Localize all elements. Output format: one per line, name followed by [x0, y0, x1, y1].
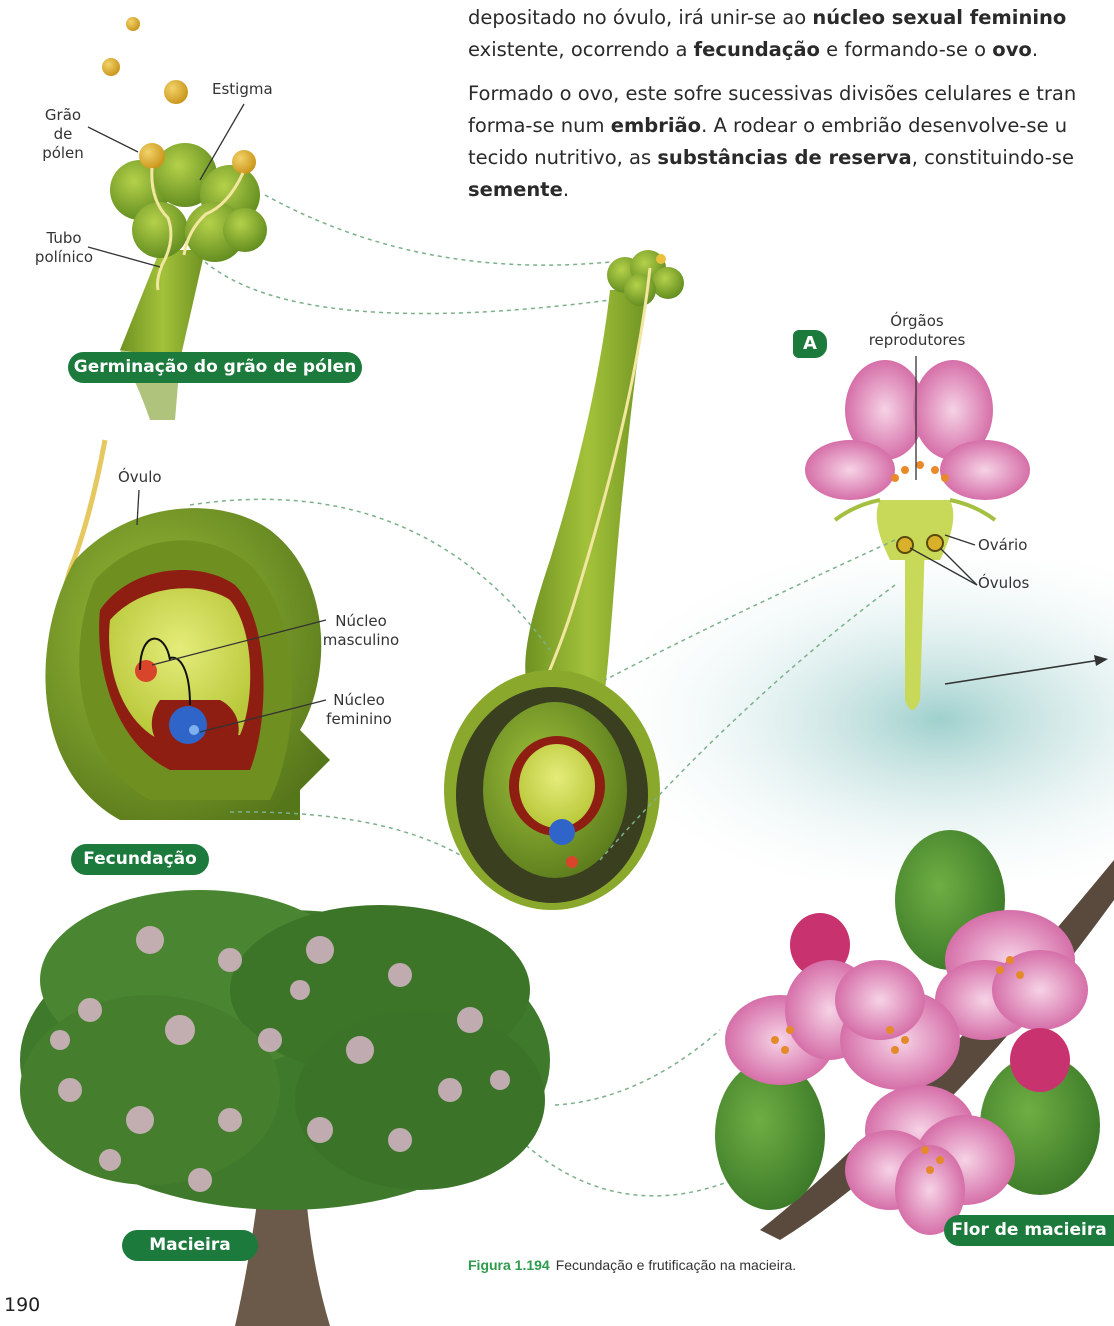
bold-term: ovo: [992, 38, 1032, 61]
label-nucleo-masculino: Núcleo masculino: [316, 612, 406, 650]
bold-term: semente: [468, 178, 563, 201]
text-run: Formado o ovo, este sofre sucessivas div…: [468, 82, 1076, 105]
label-estigma: Estigma: [212, 80, 273, 99]
section-badge-a: A: [793, 330, 827, 358]
pill-flor-de-macieira: Flor de macieira: [944, 1215, 1114, 1246]
figure-caption-text: Fecundação e frutificação na macieira.: [556, 1257, 796, 1273]
bold-term: substâncias de reserva: [657, 146, 911, 169]
pill-macieira: Macieira: [122, 1230, 258, 1261]
bold-term: núcleo sexual feminino: [812, 6, 1066, 29]
pill-fecundacao: Fecundação: [71, 844, 209, 875]
ovule-detail-illustration: [45, 440, 330, 820]
bold-term: fecundação: [694, 38, 820, 61]
figure-number: Figura 1.194: [468, 1257, 550, 1273]
text-run: depositado no óvulo, irá unir-se ao: [468, 6, 812, 29]
label-nucleo-feminino: Núcleo feminino: [318, 691, 400, 729]
text-run: forma-se num: [468, 114, 611, 137]
label-ovulo: Óvulo: [118, 468, 162, 487]
text-run: tecido nutritivo, as: [468, 146, 657, 169]
text-run: .: [1032, 38, 1038, 61]
text-run: . A rodear o embrião desenvolve-se u: [701, 114, 1067, 137]
label-orgaos-reprodutores: Órgãos reprodutores: [858, 312, 976, 350]
apple-blossom-illustration: [715, 830, 1114, 1240]
bold-term: embrião: [611, 114, 701, 137]
text-run: existente, ocorrendo a: [468, 38, 694, 61]
label-ovulos: Óvulos: [978, 574, 1029, 593]
label-ovario: Ovário: [978, 536, 1027, 555]
pill-germinacao: Germinação do grão de pólen: [68, 352, 362, 383]
label-grao-de-polen: Grão de pólen: [38, 106, 88, 163]
text-run: .: [563, 178, 569, 201]
label-tubo-polinico: Tubo polínico: [26, 229, 102, 267]
figure-caption: Figura 1.194 Fecundação e frutificação na…: [468, 1257, 796, 1273]
paragraph-fecundacao: depositado no óvulo, irá unir-se ao núcl…: [468, 2, 1066, 66]
page-number: 190: [4, 1294, 40, 1316]
text-run: , constituindo-se: [912, 146, 1074, 169]
paragraph-embriao: Formado o ovo, este sofre sucessivas div…: [468, 78, 1076, 206]
text-run: e formando-se o: [820, 38, 992, 61]
